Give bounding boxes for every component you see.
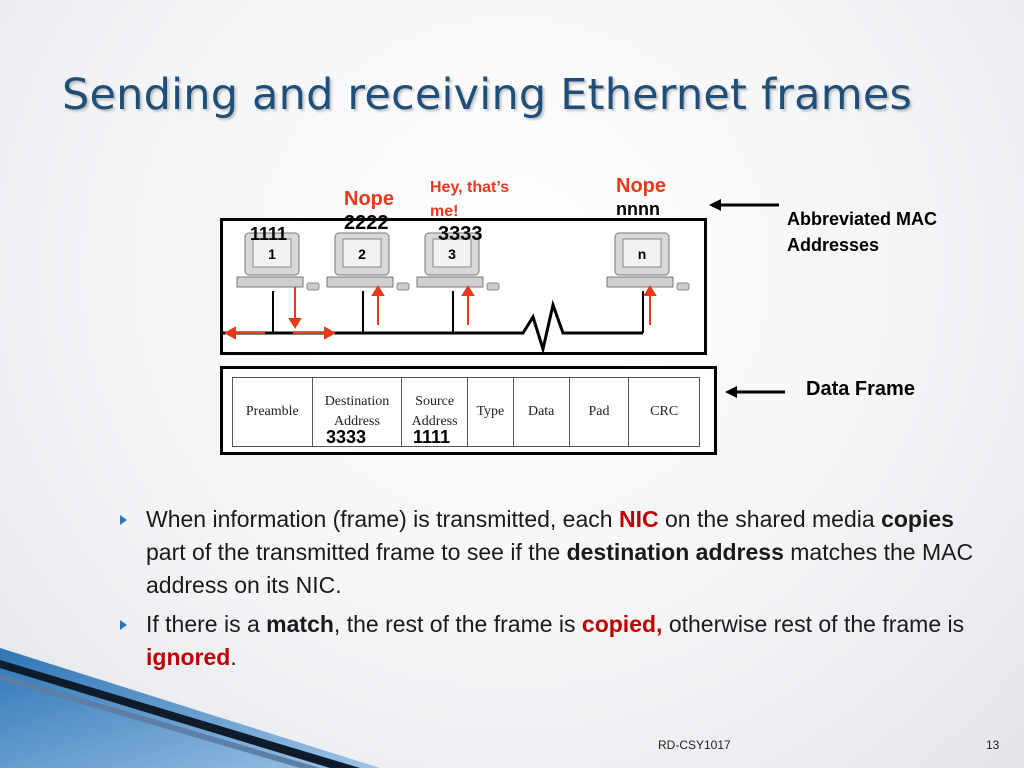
- data-frame-box: [220, 366, 717, 455]
- computer-3-icon: [416, 232, 500, 291]
- bullet-arrow-icon: [120, 515, 127, 525]
- keyword-match: match: [266, 611, 334, 637]
- screen-label-2: 2: [358, 246, 366, 262]
- bullet-arrow-icon: [120, 620, 127, 630]
- response-nope-n: Nope: [616, 175, 666, 197]
- response-nope-2: Nope: [344, 188, 394, 210]
- page-number: 13: [986, 738, 1000, 752]
- mac-2222: 2222: [344, 212, 389, 234]
- screen-label-1: 1: [268, 246, 276, 262]
- mac-callout: Abbreviated MAC Addresses: [787, 206, 937, 258]
- screen-label-n: n: [638, 246, 647, 262]
- response-match-line2: me!: [430, 203, 459, 220]
- bullet-item-1: When information (frame) is transmitted,…: [120, 503, 990, 602]
- mac-callout-line1: Abbreviated MAC: [787, 209, 938, 229]
- computer-n-icon: [606, 232, 690, 291]
- field-pad: Pad: [570, 378, 630, 446]
- mac-1111: 1111: [250, 224, 288, 244]
- bullet-item-2: If there is a match, the rest of the fra…: [120, 608, 990, 674]
- field-data: Data: [514, 378, 570, 446]
- bullet-list: When information (frame) is transmitted,…: [120, 503, 990, 680]
- keyword-ignored: ignored: [146, 644, 231, 670]
- src-value: 1111: [413, 427, 451, 447]
- mac-callout-line2: Addresses: [787, 235, 880, 255]
- keyword-destination-address: destination address: [566, 539, 784, 565]
- callout-arrows: [709, 199, 785, 398]
- signal-arrows: [223, 285, 657, 340]
- dest-value: 3333: [326, 427, 367, 447]
- screen-label-3: 3: [448, 246, 456, 262]
- footer-label: RD-CSY1017: [658, 738, 731, 752]
- field-type: Type: [468, 378, 514, 446]
- field-preamble: Preamble: [233, 378, 313, 446]
- corner-decoration: [0, 648, 380, 768]
- computer-1-icon: [236, 232, 320, 291]
- slide-title: Sending and receiving Ethernet frames: [62, 70, 913, 120]
- mac-3333: 3333: [438, 223, 483, 245]
- network-illustration: 1 2 3 n: [223, 232, 690, 355]
- field-crc: CRC: [650, 404, 679, 419]
- keyword-copied: copied,: [581, 611, 663, 637]
- frame-callout: Data Frame: [806, 378, 915, 400]
- keyword-copies: copies: [881, 506, 954, 532]
- network-diagram: 1 2 3 n: [220, 218, 707, 355]
- response-match-line1: Hey, that’s: [430, 179, 510, 196]
- keyword-nic: NIC: [618, 506, 659, 532]
- mac-nnnn: nnnn: [616, 199, 660, 219]
- computer-2-icon: [326, 232, 410, 291]
